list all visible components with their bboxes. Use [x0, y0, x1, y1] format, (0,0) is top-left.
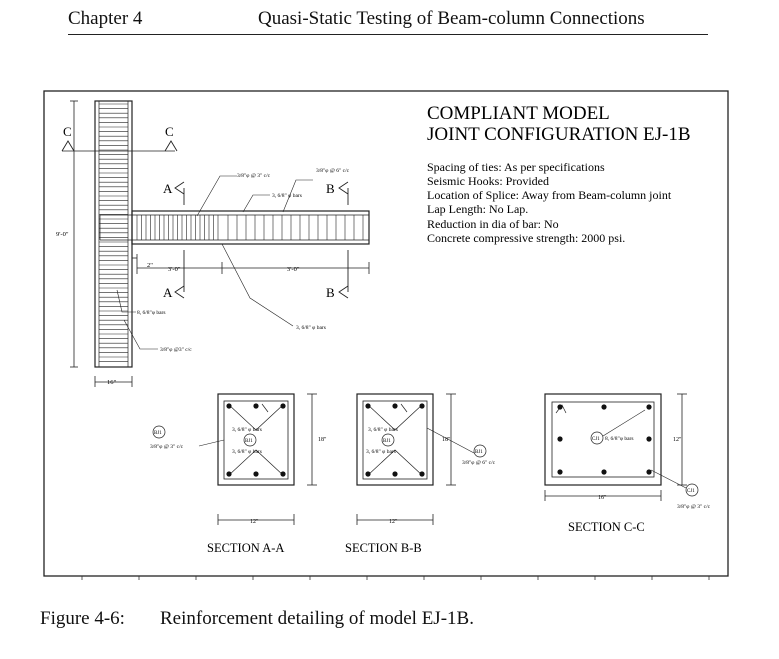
section-cc-title: SECTION C-C — [568, 520, 645, 534]
section-bb-bottom-bars: 3, 6/8" φ bars — [366, 449, 396, 455]
chapter-title: Quasi-Static Testing of Beam-column Conn… — [258, 8, 645, 29]
section-bb-stirrup-tag: BJ1 — [475, 450, 483, 455]
column-ties — [99, 103, 128, 362]
note-line: Lap Length: No Lap. — [427, 202, 528, 216]
section-cc-tie-tag: CJ1 — [687, 489, 695, 494]
beam-bottom-bars-callout: 3, 6/8" φ bars — [296, 325, 326, 331]
section-cc-tie-spacing: 3/8"φ @ 3" c/c — [677, 504, 711, 510]
beam-length-dimension — [132, 254, 370, 274]
drawing-frame — [43, 90, 729, 577]
section-bb-title: SECTION B-B — [345, 541, 422, 555]
section-aa-center-tag: BJ1 — [245, 439, 253, 444]
beam-top-bars-callout: 3, 6/8" φ bars — [272, 193, 302, 199]
section-c-marker — [61, 140, 178, 152]
section-cc-width: 16" — [598, 495, 607, 501]
column-height-label: 9'-0" — [56, 231, 69, 238]
section-aa-bottom-bars: 3, 6/8" φ bars — [232, 449, 262, 455]
section-aa — [152, 393, 317, 525]
section-a-marker — [174, 181, 185, 299]
beam-ties-far-callout: 3/8"φ @ 6" c/c — [316, 168, 350, 174]
beam-ties-near-callout: 3/8"φ @ 3" c/c — [237, 173, 271, 179]
note-line: Location of Splice: Away from Beam-colum… — [427, 188, 672, 202]
section-cc — [544, 393, 699, 501]
dimension-2in-label: 2" — [147, 262, 153, 269]
section-aa-stirrup-tag: BJ1 — [154, 431, 162, 436]
column-width-dimension — [94, 376, 133, 387]
drawing-title-line2: JOINT CONFIGURATION EJ-1B — [427, 124, 691, 145]
column-elevation — [94, 100, 133, 368]
figure-caption: Figure 4-6: Reinforcement detailing of mo… — [40, 608, 474, 630]
section-bb-top-bars: 3, 6/8" φ bars — [368, 427, 398, 433]
section-b-marker — [338, 181, 349, 299]
column-height-dimension — [70, 100, 78, 368]
figure-caption-text: Reinforcement detailing of model EJ-1B. — [160, 608, 474, 629]
leader-lines — [116, 175, 313, 350]
section-aa-title: SECTION A-A — [207, 541, 284, 555]
section-cc-height: 12" — [673, 437, 682, 443]
dimension-3ft-label: 3'-0" — [287, 266, 300, 273]
section-bb-width: 12" — [389, 519, 398, 525]
section-bb — [356, 393, 487, 525]
section-b-label: B — [326, 285, 335, 300]
section-c-label: C — [165, 124, 174, 139]
section-b-label: B — [326, 181, 335, 196]
section-c-label: C — [63, 124, 72, 139]
frame-ticks — [81, 576, 710, 580]
note-line: Seismic Hooks: Provided — [427, 174, 549, 188]
section-aa-width: 12" — [250, 519, 259, 525]
reinforcement-drawing: COMPLIANT MODEL JOINT CONFIGURATION EJ-1… — [43, 90, 729, 580]
note-line: Reduction in dia of bar: No — [427, 217, 559, 231]
notes-block: Spacing of ties: As per specifications S… — [427, 160, 672, 245]
section-bb-height: 18" — [442, 437, 451, 443]
note-line: Concrete compressive strength: 2000 psi. — [427, 231, 625, 245]
dimension-3ft-label: 3'-0" — [168, 266, 181, 273]
section-bb-stirrup-spacing: 3/8"φ @ 6" c/c — [462, 460, 496, 466]
section-aa-top-bars: 3, 6/8" φ bars — [232, 427, 262, 433]
beam-elevation — [99, 210, 370, 245]
section-a-label: A — [163, 285, 173, 300]
column-ties-callout: 3/8"φ @3" c/c — [160, 347, 192, 353]
column-bars-callout: 8, 6/8"φ bars — [137, 310, 166, 316]
section-cc-bars: 8, 6/8"φ bars — [605, 436, 634, 442]
beam-ties — [136, 215, 364, 240]
header-rule — [68, 34, 708, 35]
section-bb-center-tag: BJ1 — [383, 439, 391, 444]
chapter-label: Chapter 4 — [68, 8, 143, 29]
note-line: Spacing of ties: As per specifications — [427, 160, 605, 174]
section-a-label: A — [163, 181, 173, 196]
section-aa-height: 18" — [318, 437, 327, 443]
column-width-label: 16" — [107, 379, 117, 386]
figure-number: Figure 4-6: — [40, 608, 125, 629]
drawing-title-line1: COMPLIANT MODEL — [427, 103, 610, 124]
section-cc-center-tag: CJ1 — [592, 437, 600, 442]
section-aa-stirrup-spacing: 3/8"φ @ 3" c/c — [150, 444, 184, 450]
